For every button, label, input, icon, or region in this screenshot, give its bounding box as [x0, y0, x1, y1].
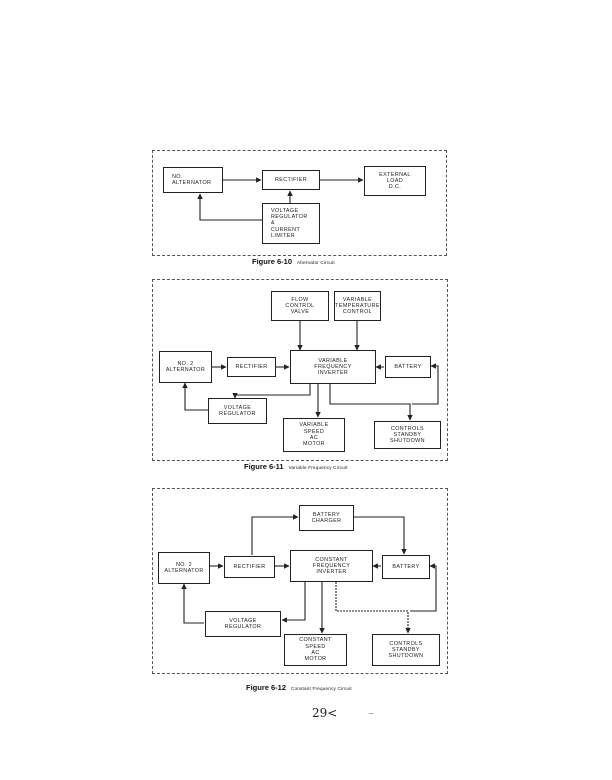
wire-rectifier-charger [251, 514, 299, 555]
wire-inverter-regulator [281, 582, 306, 623]
figure-6-11-caption: Figure 6-11 Variable Frequency Circuit [244, 462, 348, 471]
fig612-regulator-block: VOLTAGE REGULATOR [205, 611, 281, 637]
fig611-controls-block: CONTROLS STANDBY SHUTDOWN [374, 421, 441, 449]
figure-6-10-frame [152, 150, 447, 256]
caption-subtitle: Alternator Circuit [297, 260, 335, 265]
fig611-motor-block: VARIABLE SPEED AC MOTOR [283, 418, 345, 452]
caption-number: Figure 6-12 [246, 683, 287, 692]
wire-controls-battery [412, 363, 439, 405]
fig610-load-block: EXTERNAL LOAD D.C. [364, 166, 426, 196]
fig610-regulator-block: VOLTAGE REGULATOR & CURRENT LIMITER [262, 203, 320, 244]
figure-6-10-caption: Figure 6-10 Alternator Circuit [252, 257, 335, 266]
caption-subtitle: Constant Frequency Circuit [291, 686, 352, 691]
wire-inverter-regulator [232, 384, 311, 399]
wire-regulator-alternator [181, 583, 204, 624]
fig611-battery-block: BATTERY [385, 356, 431, 378]
wire-charger-battery [354, 516, 407, 555]
fig611-inverter-block: VARIABLE FREQUENCY INVERTER [290, 350, 376, 384]
figure-6-12-frame [152, 488, 448, 674]
fig612-controls-block: CONTROLS STANDBY SHUTDOWN [372, 634, 440, 666]
fig611-temperature-control-block: VARIABLE TEMPERATURE CONTROL [334, 291, 381, 321]
fig612-alternator-block: NO. 2 ALTERNATOR [158, 552, 210, 584]
wire-inverter-controls [329, 384, 413, 421]
wire-controls-battery [410, 563, 437, 612]
caption-number: Figure 6-11 [244, 462, 284, 471]
wire-regulator-alternator [182, 382, 208, 411]
fig612-charger-block: BATTERY CHARGER [299, 505, 354, 531]
fig611-rectifier-block: RECTIFIER [227, 357, 276, 377]
fig610-rectifier-block: RECTIFIER [262, 170, 320, 190]
fig612-inverter-block: CONSTANT FREQUENCY INVERTER [290, 550, 373, 582]
caption-number: Figure 6-10 [252, 257, 293, 266]
fig612-motor-block: CONSTANT SPEED AC MOTOR [284, 634, 347, 666]
fig611-flow-valve-block: FLOW CONTROL VALVE [271, 291, 329, 321]
scan-mark: ⌣ [368, 708, 374, 718]
wire-inverter-controls [335, 582, 411, 634]
page-number: 29< [312, 706, 338, 720]
wire-regulator-alternator [197, 193, 262, 221]
fig611-alternator-block: NO. 2 ALTERNATOR [159, 351, 212, 383]
caption-subtitle: Variable Frequency Circuit [288, 465, 348, 470]
figure-6-11-frame [152, 279, 448, 461]
fig612-rectifier-block: RECTIFIER [224, 556, 275, 578]
fig611-regulator-block: VOLTAGE REGULATOR [208, 398, 267, 424]
fig612-battery-block: BATTERY [382, 555, 430, 579]
figure-6-12-caption: Figure 6-12 Constant Frequency Circuit [246, 683, 352, 692]
fig610-alternator-block: NO. ALTERNATOR [163, 167, 223, 193]
